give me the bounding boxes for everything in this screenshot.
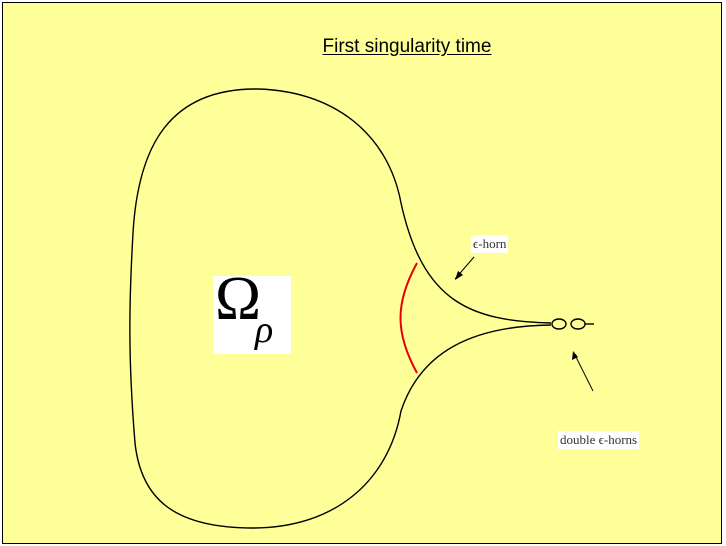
slide-title: First singularity time (322, 36, 492, 57)
double-horns-label: double ϵ-horns (558, 431, 640, 449)
cusp-cross-curve (399, 262, 418, 374)
domain-outline (129, 88, 552, 529)
horn-arrow-head (455, 271, 463, 280)
double-horns-arrow (573, 352, 594, 392)
double-horns-arrow-head (572, 351, 578, 360)
region-label-box (213, 276, 291, 354)
double-horn-bead-left (551, 318, 567, 330)
region-subscript: ρ (255, 309, 274, 351)
domain-diagram (129, 88, 594, 529)
region-symbol: Ω (215, 265, 262, 333)
horn-label: ϵ-horn (471, 235, 509, 253)
double-horn-bead-right (570, 318, 586, 330)
